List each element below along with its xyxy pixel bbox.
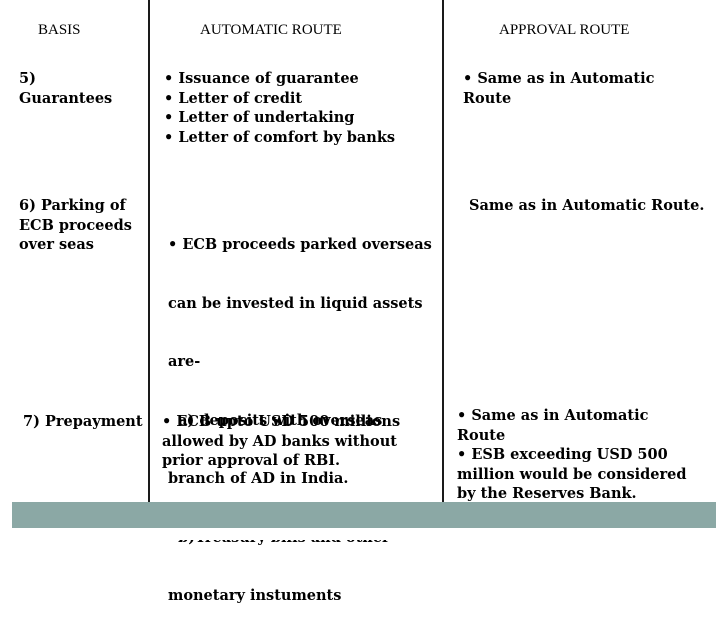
row-6-approval: Same as in Automatic Route.: [469, 197, 705, 214]
header-basis: BASIS: [38, 22, 81, 38]
footer-bar: [12, 502, 716, 528]
bottom-strip: [0, 528, 720, 540]
row-7-basis: 7) Prepayment: [23, 413, 143, 430]
column-divider-1: [148, 0, 150, 512]
row-6-basis: 6) Parking of ECB proceeds over seas: [19, 197, 132, 253]
column-divider-2: [442, 0, 444, 512]
row-5-approval: • Same as in Automatic Route: [463, 70, 655, 107]
row-7-approval: • Same as in Automatic Route • ESB excee…: [457, 407, 687, 502]
row-7-automatic: • ECB upto USD 500 millions allowed by A…: [162, 413, 401, 469]
row-5-automatic: • Issuance of guarantee • Letter of cred…: [164, 70, 396, 146]
header-approval-route: APPROVAL ROUTE: [499, 22, 630, 38]
row-6-automatic: • ECB proceeds parked overseas can be in…: [168, 236, 432, 604]
header-automatic-route: AUTOMATIC ROUTE: [200, 22, 342, 38]
row-5-basis: 5) Guarantees: [19, 70, 113, 107]
